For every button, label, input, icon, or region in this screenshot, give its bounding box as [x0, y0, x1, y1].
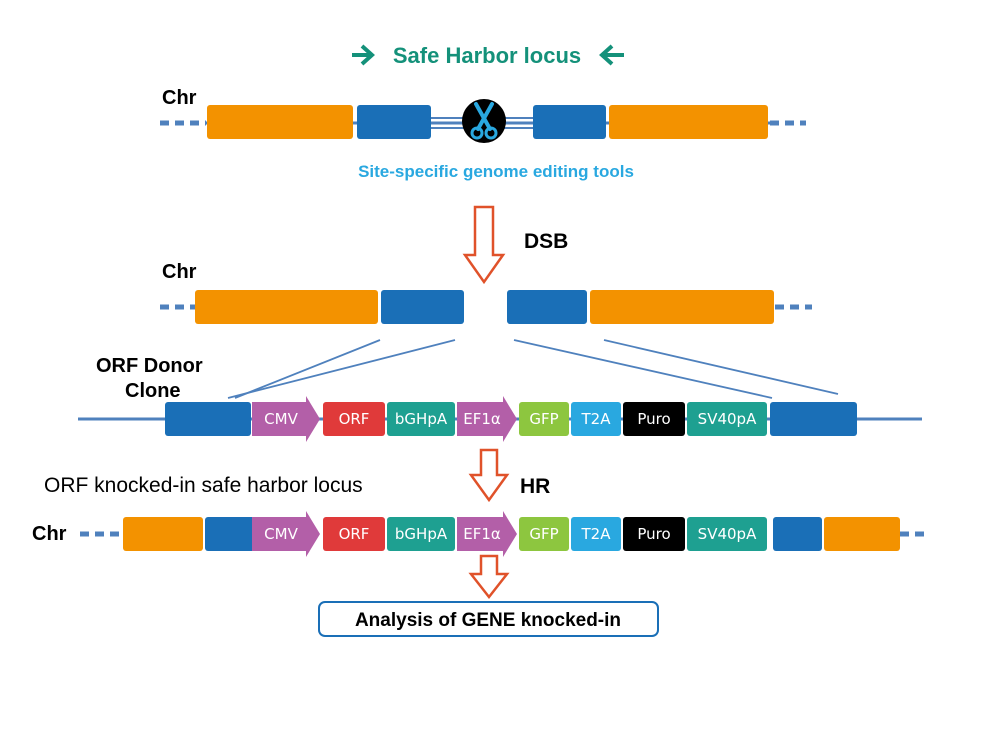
knockin-chromosome-row: Chr CMV ORF bGHpA EF1α GFP T2A Puro SV40pA: [32, 511, 925, 557]
cassette-element-orf: ORF: [323, 517, 385, 551]
cassette-label-puro: Puro: [637, 410, 670, 428]
homology-arm-right: [507, 290, 587, 324]
cassette-element-cmv: CMV: [252, 511, 320, 557]
chr-label: Chr: [162, 261, 197, 283]
down-arrow-icon: [462, 205, 506, 285]
cassette-shape-orf: [323, 402, 385, 436]
cassette-element-bghpa: bGHpA: [387, 517, 455, 551]
cassette-label-cmv: CMV: [264, 525, 298, 543]
cassette-shape-sv40pa: [687, 517, 767, 551]
cassette-label-t2a: T2A: [581, 525, 612, 543]
homology-arm-left: [165, 402, 251, 436]
cassette-element-puro: Puro: [623, 517, 685, 551]
knockin-cassette: CMV ORF bGHpA EF1α GFP T2A Puro SV40pA: [252, 511, 767, 557]
exon-left: [123, 517, 203, 551]
homology-arm-right: [773, 517, 822, 551]
cassette-label-puro: Puro: [637, 525, 670, 543]
cassette-element-ef1: EF1α: [457, 511, 517, 557]
cassette-element-t2a: T2A: [571, 402, 621, 436]
cassette-shape-gfp: [519, 517, 569, 551]
cassette-shape-cmv: [252, 511, 320, 557]
cassette-label-bghpa: bGHpA: [395, 410, 448, 428]
right-arrow-icon: [352, 44, 375, 66]
cassette-shape-puro: [623, 517, 685, 551]
cassette-label-ef1: EF1α: [463, 410, 501, 428]
cassette-shape-t2a: [571, 402, 621, 436]
cassette-shape-t2a: [571, 517, 621, 551]
chromosome-row-1: Chr Site-specific genome editing tools: [160, 87, 806, 181]
chromosome-row-2: Chr: [160, 261, 812, 324]
cassette-shape-bghpa: [387, 517, 455, 551]
cassette-element-bghpa: bGHpA: [387, 402, 455, 436]
cassette-element-puro: Puro: [623, 402, 685, 436]
donor-cassette: CMV ORF bGHpA EF1α GFP T2A Puro SV40pA: [252, 396, 767, 442]
editing-tool-caption: Site-specific genome editing tools: [358, 162, 634, 181]
analysis-label: Analysis of GENE knocked-in: [355, 610, 621, 631]
exon-left: [195, 290, 378, 324]
cassette-shape-bghpa: [387, 402, 455, 436]
chr-label: Chr: [162, 87, 197, 109]
exon-left: [207, 105, 353, 139]
cassette-label-bghpa: bGHpA: [395, 525, 448, 543]
diagram-title: Safe Harbor locus: [393, 43, 581, 68]
cassette-label-t2a: T2A: [581, 410, 612, 428]
cassette-label-sv40pa: SV40pA: [698, 525, 757, 543]
cassette-shape-gfp: [519, 402, 569, 436]
exon-right: [824, 517, 900, 551]
donor-label-line-2: Clone: [125, 380, 181, 402]
title-group: Safe Harbor locus: [352, 43, 624, 68]
cassette-element-gfp: GFP: [519, 517, 569, 551]
cassette-element-orf: ORF: [323, 402, 385, 436]
cassette-element-cmv: CMV: [252, 396, 320, 442]
chr-label: Chr: [32, 523, 67, 545]
homology-arm-left: [357, 105, 431, 139]
donor-label: ORF Donor Clone: [96, 355, 208, 402]
left-arrow-icon: [599, 44, 624, 66]
cassette-label-orf: ORF: [339, 410, 370, 428]
hr-label: HR: [520, 475, 550, 498]
exon-right: [590, 290, 774, 324]
cassette-shape-cmv: [252, 396, 320, 442]
cassette-shape-puro: [623, 402, 685, 436]
cassette-label-ef1: EF1α: [463, 525, 501, 543]
cassette-element-sv40pa: SV40pA: [687, 517, 767, 551]
cassette-shape-ef1: [457, 511, 517, 557]
cassette-shape-orf: [323, 517, 385, 551]
cassette-label-sv40pa: SV40pA: [698, 410, 757, 428]
cassette-label-cmv: CMV: [264, 410, 298, 428]
cassette-element-ef1: EF1α: [457, 396, 517, 442]
exon-right: [609, 105, 768, 139]
down-arrow-icon: [468, 448, 510, 503]
down-arrow-icon: [468, 554, 510, 600]
cassette-element-gfp: GFP: [519, 402, 569, 436]
cassette-element-sv40pa: SV40pA: [687, 402, 767, 436]
donor-clone-row: ORF Donor Clone CMV ORF bGHpA EF1α GFP T2A Pur…: [78, 355, 922, 442]
knockin-caption: ORF knocked-in safe harbor locus: [44, 474, 363, 497]
cassette-label-gfp: GFP: [529, 525, 558, 543]
homology-arm-left: [381, 290, 464, 324]
crossover-lines: [227, 339, 839, 399]
homology-arm-right: [770, 402, 857, 436]
homology-arm-right: [533, 105, 606, 139]
cassette-element-t2a: T2A: [571, 517, 621, 551]
cassette-label-orf: ORF: [339, 525, 370, 543]
cassette-shape-ef1: [457, 396, 517, 442]
analysis-box: Analysis of GENE knocked-in: [318, 601, 659, 637]
cassette-label-gfp: GFP: [529, 410, 558, 428]
donor-label-line-1: ORF Donor: [96, 355, 203, 377]
scissors-icon: [462, 99, 506, 143]
cassette-shape-sv40pa: [687, 402, 767, 436]
dsb-label: DSB: [524, 230, 568, 253]
